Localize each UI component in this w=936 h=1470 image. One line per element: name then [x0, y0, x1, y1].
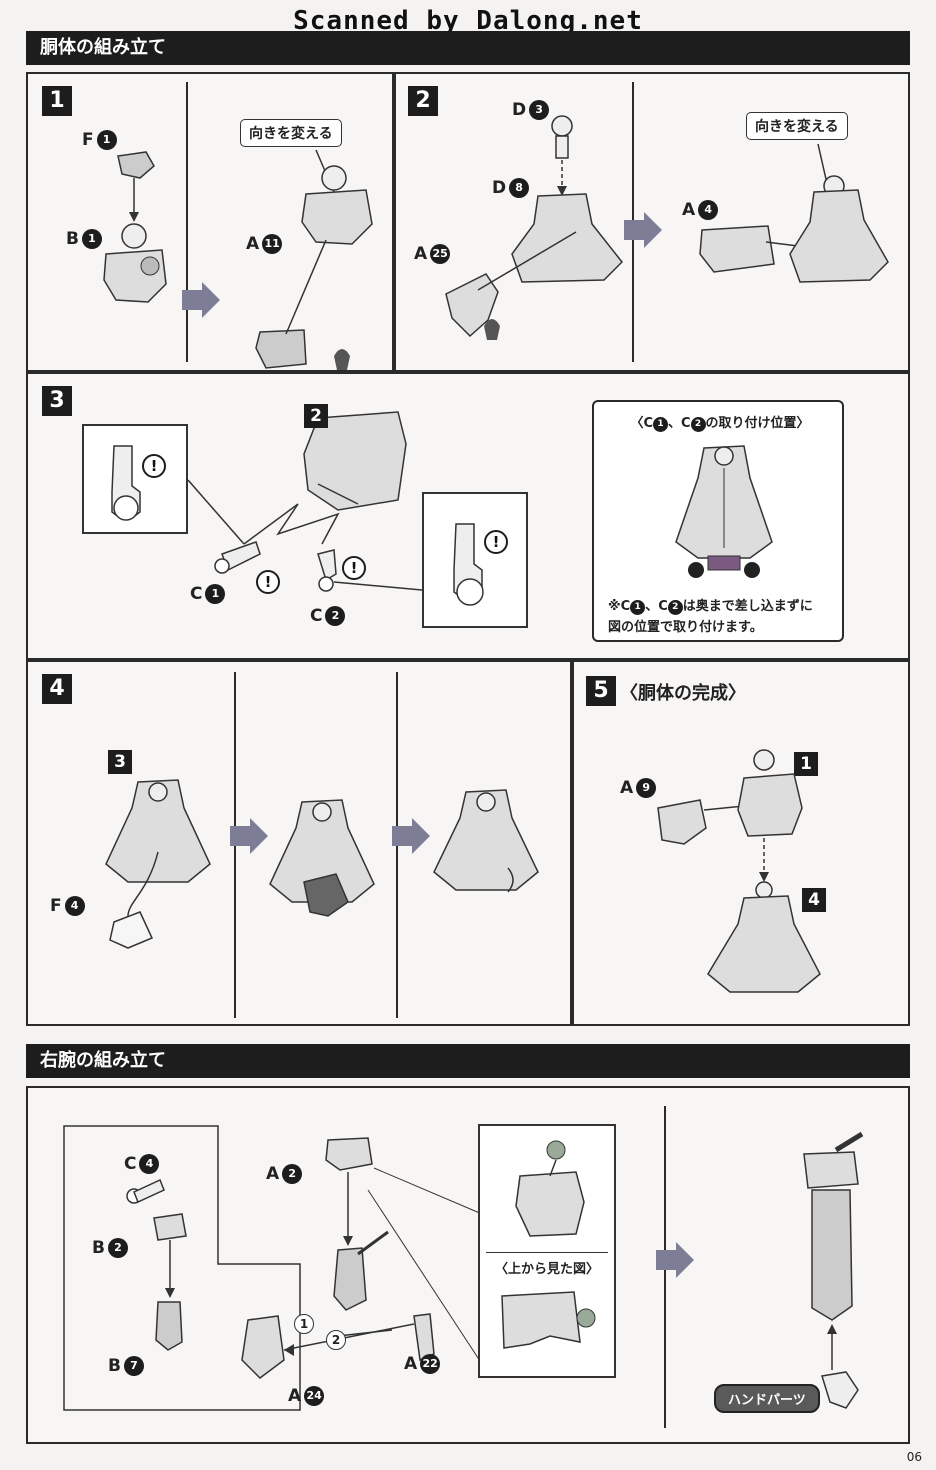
c1-detail-drawing: [111, 445, 141, 521]
step-number: 3: [42, 386, 72, 416]
assembled-right-arm: [803, 1131, 864, 1409]
section-header-right-arm: 右腕の組み立て: [26, 1044, 910, 1078]
step-number: 2: [408, 86, 438, 116]
part-drawing-step4-sequence: [105, 779, 539, 949]
panel-divider: [186, 82, 188, 362]
hand-parts-tag: ハンドパーツ: [714, 1384, 820, 1413]
reference-step-4: 4: [802, 888, 826, 912]
warning-icon: !: [342, 556, 366, 580]
part-drawing-step5: [657, 749, 821, 993]
c2-detail-drawing: [453, 523, 484, 606]
part-drawing-step3-body: [187, 411, 423, 592]
a2-detail-drawing: [515, 1140, 585, 1237]
part-drawing-step2-result: [624, 143, 889, 283]
order-step-1: 1: [294, 1314, 314, 1334]
top-view-label: 〈上から見た図〉: [494, 1262, 599, 1277]
part-drawing-step1-result: [182, 149, 373, 370]
sub-assembly-frame: [63, 1125, 483, 1411]
warning-icon: !: [256, 570, 280, 594]
top-view-drawing: [501, 1291, 596, 1349]
step-number: 1: [42, 86, 72, 116]
callout-rotate: 向きを変える: [240, 119, 342, 147]
detail-inset-c1: !: [82, 424, 188, 534]
warning-icon: !: [484, 530, 508, 554]
callout-rotate: 向きを変える: [746, 112, 848, 140]
step-number: 4: [42, 674, 72, 704]
part-drawing-step2-parts: [445, 115, 624, 340]
order-step-2: 2: [326, 1330, 346, 1350]
attachment-position-drawing: [675, 445, 773, 578]
page-number: 06: [906, 1450, 922, 1464]
detail-inset-c2: !: [422, 492, 528, 628]
step-number: 5: [586, 676, 616, 706]
section-header-torso: 胴体の組み立て: [26, 31, 910, 65]
part-drawing-f1-b1: [103, 151, 167, 303]
reference-step-1: 1: [794, 752, 818, 776]
step-5-title: 〈胴体の完成〉: [620, 683, 746, 704]
top-view-inset: 〈上から見た図〉: [478, 1124, 616, 1378]
reference-step-2: 2: [304, 404, 328, 428]
warning-icon: !: [142, 454, 166, 478]
reference-step-3: 3: [108, 750, 132, 774]
inset-divider: [486, 1252, 608, 1253]
part-drawing-right-arm-result: [656, 1242, 694, 1278]
